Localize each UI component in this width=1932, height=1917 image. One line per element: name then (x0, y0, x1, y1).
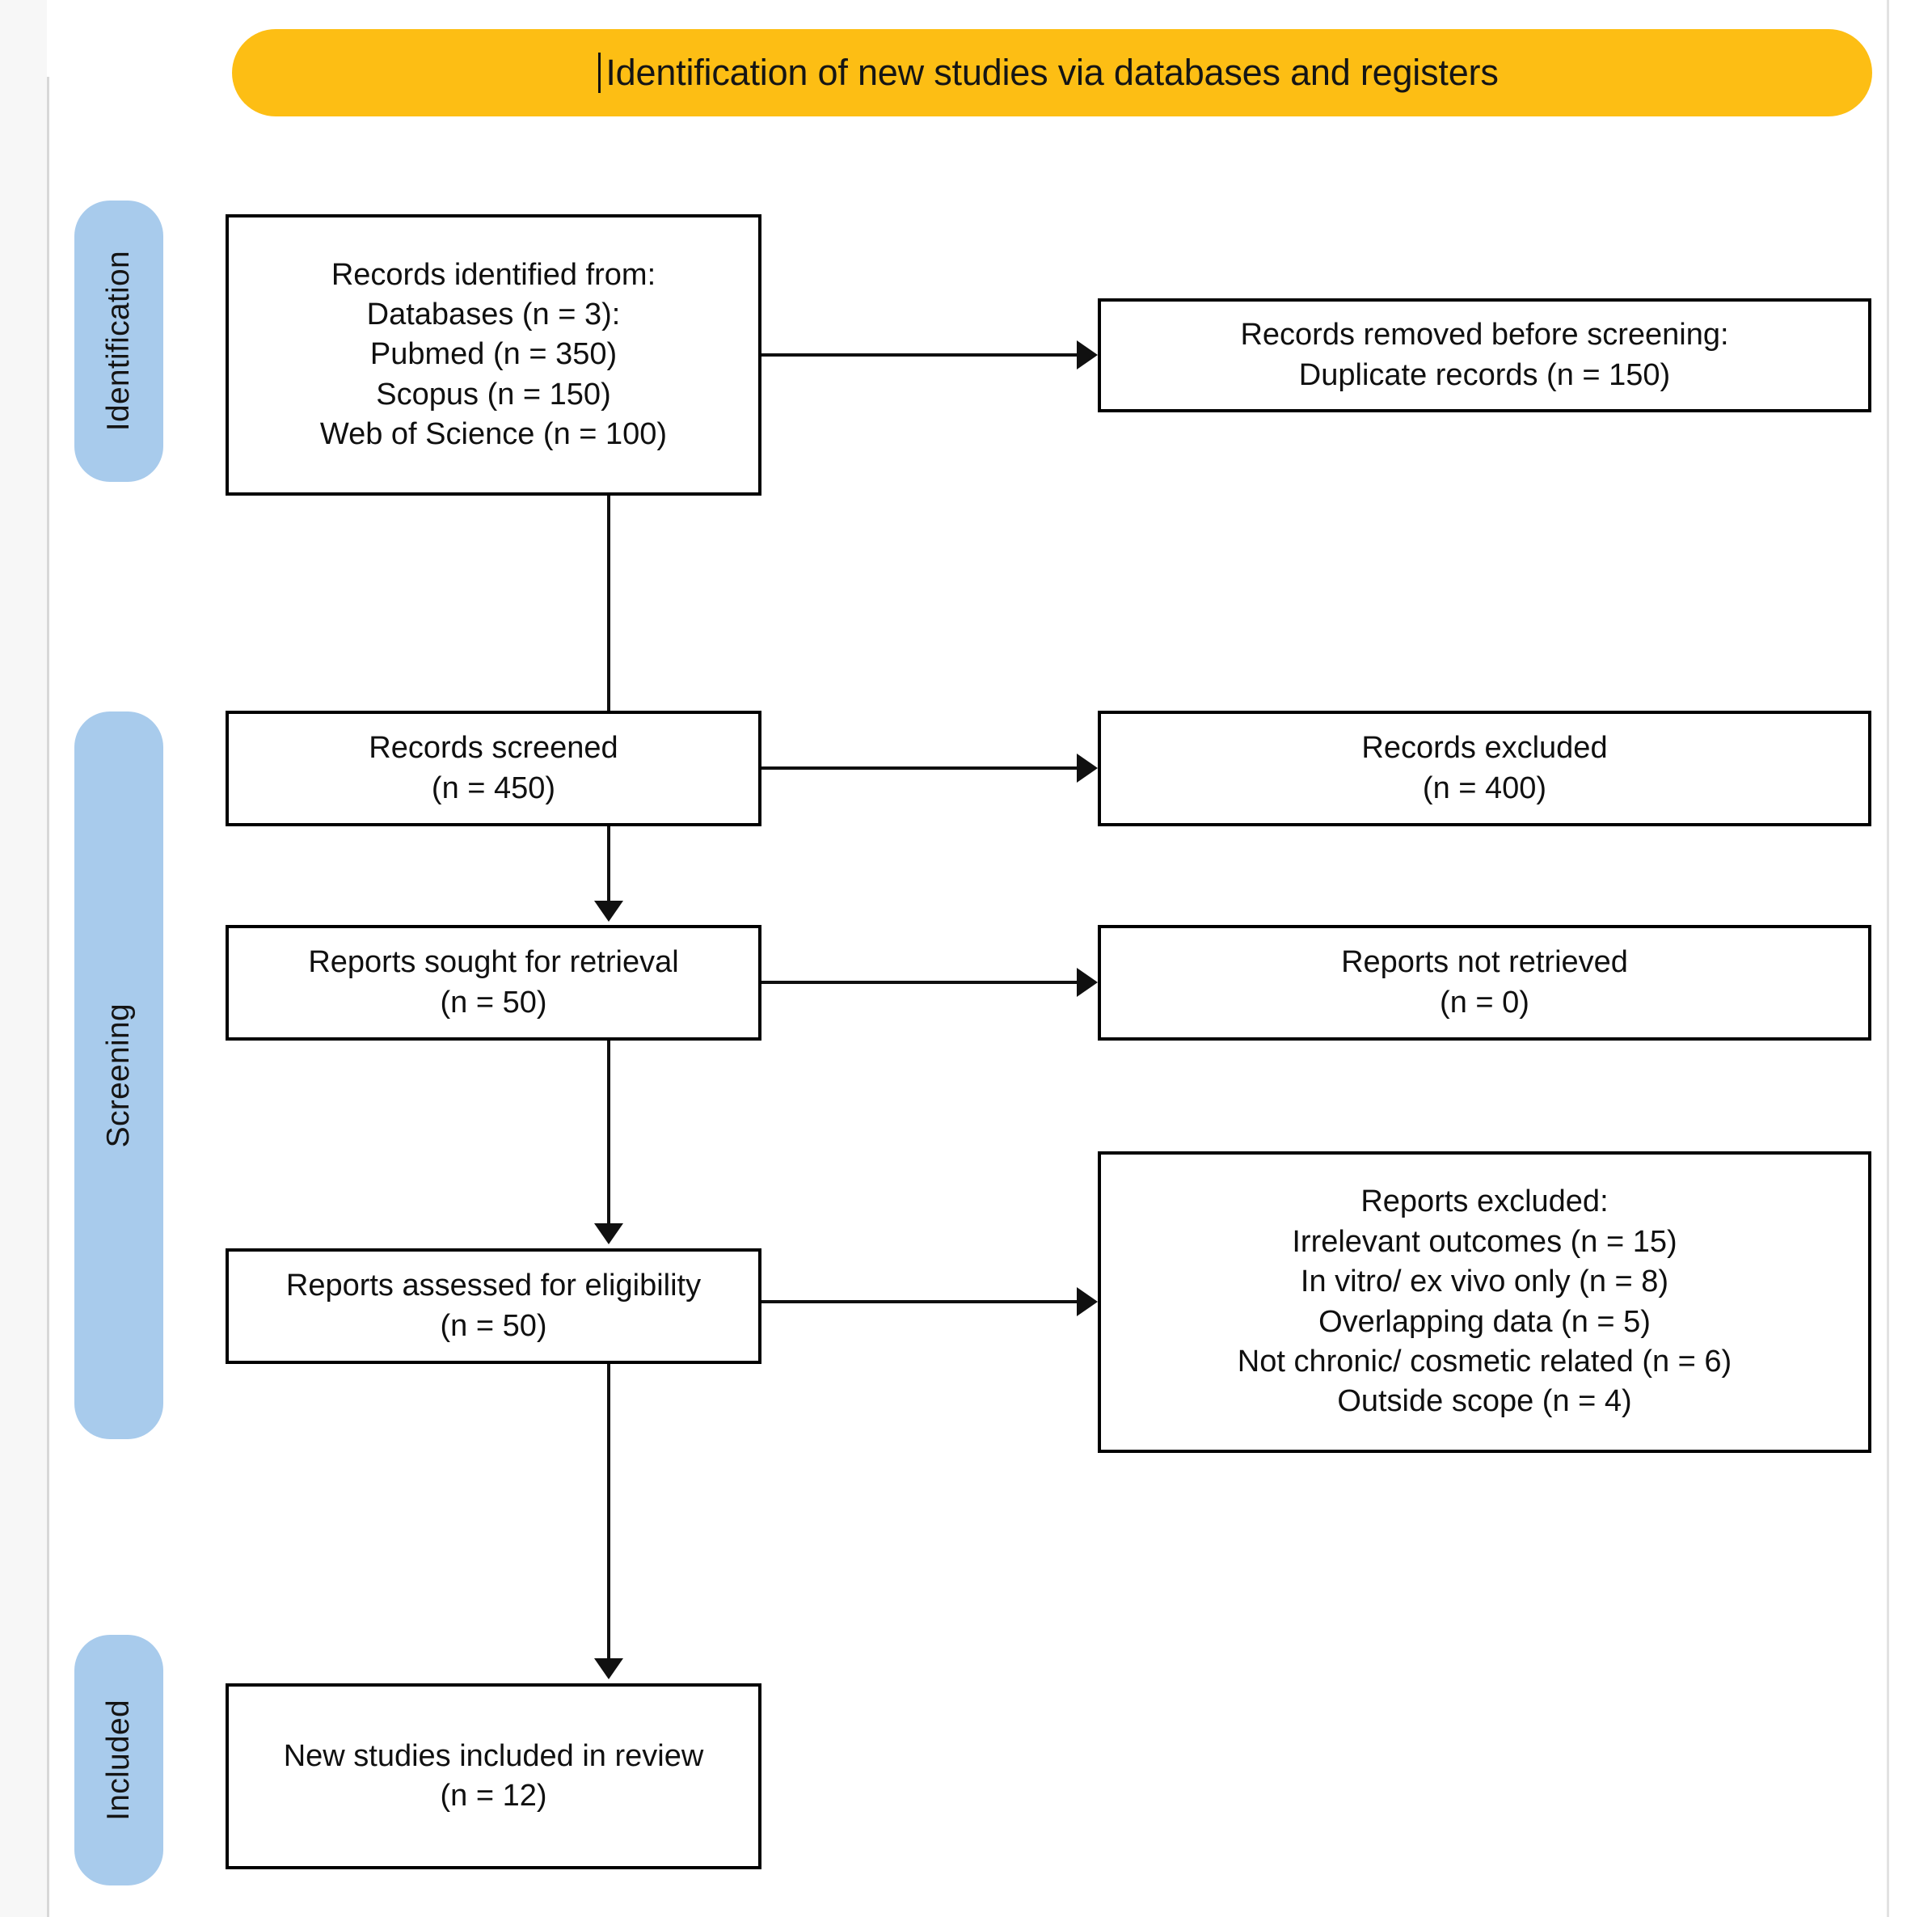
box-line: Duplicate records (n = 150) (1298, 357, 1671, 392)
connector-screened-to-sought (607, 826, 610, 901)
gutter-divider (47, 77, 49, 1917)
box-line: (n = 12) (440, 1779, 547, 1813)
arrowhead-right-excluded (1077, 754, 1098, 783)
box-line: Databases (n = 3): (366, 297, 621, 331)
box-line: (n = 50) (440, 985, 547, 1020)
connector-identified-to-screened (607, 496, 610, 743)
stage-pill-identification: Identification (74, 201, 163, 482)
box-line: Overlapping data (n = 5) (1318, 1304, 1651, 1339)
box-line: Web of Science (n = 100) (319, 417, 668, 452)
box-line: Irrelevant outcomes (n = 15) (1292, 1224, 1677, 1259)
connector-identified-to-removed (761, 353, 1077, 357)
text-caret-icon (598, 53, 601, 93)
box-line: (n = 450) (431, 771, 556, 805)
box-line: In vitro/ ex vivo only (n = 8) (1300, 1265, 1669, 1299)
diagram-title-text: Identification of new studies via databa… (605, 52, 1499, 93)
box-line: New studies included in review (283, 1738, 704, 1773)
box-line: Records identified from: (331, 257, 656, 292)
stage-label-identification: Identification (101, 251, 136, 432)
box-new-studies-included: New studies included in review (n = 12) (226, 1683, 761, 1869)
box-line: (n = 50) (440, 1308, 547, 1343)
arrowhead-right-removed (1077, 340, 1098, 369)
box-records-screened: Records screened (n = 450) (226, 711, 761, 826)
box-line: Pubmed (n = 350) (369, 337, 618, 372)
box-line: Records screened (369, 731, 618, 766)
arrowhead-down-sought (594, 901, 623, 922)
stage-pill-included: Included (74, 1635, 163, 1885)
box-line: (n = 0) (1440, 985, 1529, 1020)
box-reports-excluded: Reports excluded: Irrelevant outcomes (n… (1098, 1151, 1871, 1453)
arrowhead-down-included (594, 1658, 623, 1679)
box-line: Records removed before screening: (1240, 318, 1729, 353)
box-reports-assessed-for-eligibility: Reports assessed for eligibility (n = 50… (226, 1248, 761, 1364)
box-line: Reports sought for retrieval (308, 945, 679, 980)
box-line: Reports not retrieved (1341, 945, 1628, 980)
right-divider (1887, 0, 1889, 1917)
box-line: Outside scope (n = 4) (1337, 1384, 1632, 1419)
box-records-excluded: Records excluded (n = 400) (1098, 711, 1871, 826)
box-line: Scopus (n = 150) (376, 377, 611, 412)
stage-pill-screening: Screening (74, 711, 163, 1439)
connector-sought-to-eligibility (607, 1041, 610, 1223)
connector-eligibility-to-included (607, 1364, 610, 1658)
connector-screened-to-excluded (761, 766, 1077, 770)
arrowhead-right-reportsexcluded (1077, 1287, 1098, 1316)
box-records-removed-before-screening: Records removed before screening: Duplic… (1098, 298, 1871, 412)
box-line: Reports excluded: (1360, 1184, 1609, 1219)
diagram-title: Identification of new studies via databa… (598, 52, 1499, 94)
box-line: Records excluded (1361, 731, 1608, 766)
arrowhead-right-notretrieved (1077, 968, 1098, 997)
box-line: Reports assessed for eligibility (285, 1269, 702, 1303)
box-line: (n = 400) (1422, 771, 1547, 805)
arrowhead-down-eligibility (594, 1223, 623, 1244)
box-reports-not-retrieved: Reports not retrieved (n = 0) (1098, 925, 1871, 1041)
box-reports-sought-for-retrieval: Reports sought for retrieval (n = 50) (226, 925, 761, 1041)
stage-label-screening: Screening (101, 1003, 136, 1148)
left-gutter (0, 0, 47, 1917)
box-line: Not chronic/ cosmetic related (n = 6) (1237, 1344, 1732, 1379)
stage-label-included: Included (101, 1700, 136, 1821)
connector-eligibility-to-reportsexcluded (761, 1300, 1077, 1303)
connector-sought-to-notretrieved (761, 981, 1077, 984)
box-records-identified: Records identified from: Databases (n = … (226, 214, 761, 496)
diagram-header-banner: Identification of new studies via databa… (232, 29, 1872, 116)
